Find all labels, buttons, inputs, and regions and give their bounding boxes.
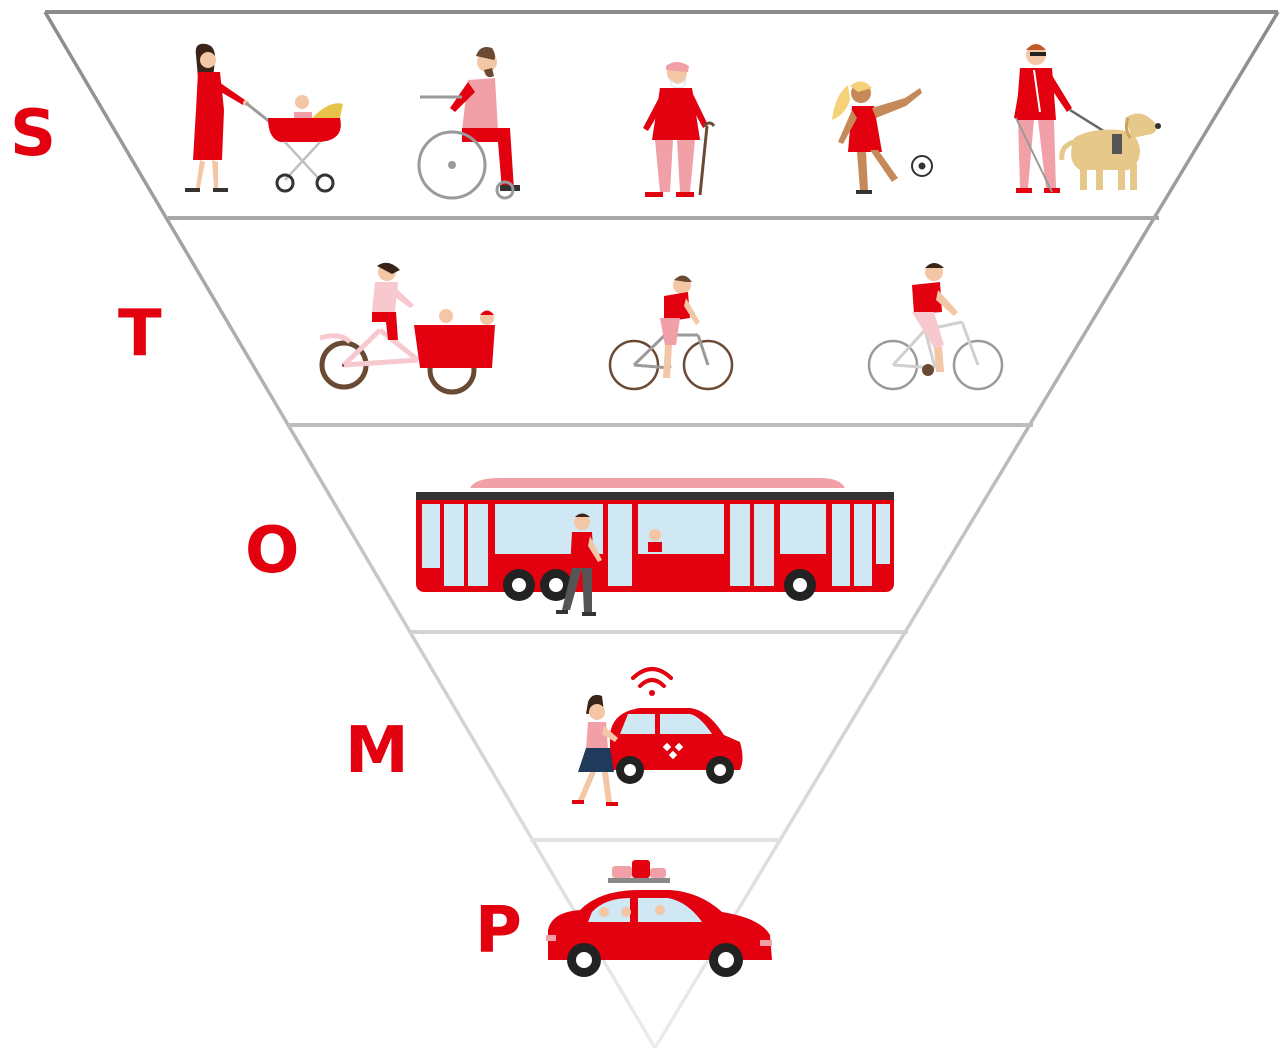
tier-m-illustrations <box>572 667 743 806</box>
tier-o-letter: O <box>245 514 299 588</box>
roof-luggage-icon <box>608 860 670 883</box>
tier-p-illustrations <box>546 860 772 977</box>
blind-person-with-guide-dog-icon <box>1014 44 1161 193</box>
cyclist-icon <box>867 263 1004 391</box>
bus-icon <box>416 478 894 601</box>
cargo-bike-icon <box>319 262 495 395</box>
tier-s-letter: S <box>10 97 56 171</box>
cyclist-icon <box>608 275 734 391</box>
tier-o-illustrations <box>416 478 894 616</box>
private-car-icon <box>546 890 772 977</box>
shared-car-icon <box>610 708 743 784</box>
child-kicking-ball-icon <box>832 81 933 194</box>
wifi-icon <box>631 667 673 696</box>
tier-letters: S T O M P <box>10 97 522 968</box>
tier-p-letter: P <box>475 894 522 968</box>
tier-t-illustrations <box>319 262 1004 395</box>
tier-m-letter: M <box>345 714 409 788</box>
tier-t-letter: T <box>118 297 162 371</box>
wheelchair-user-icon <box>417 47 520 200</box>
pedestrian-icon <box>556 513 602 616</box>
tier-s-illustrations <box>185 43 1161 200</box>
parent-with-stroller-icon <box>185 43 343 193</box>
elderly-person-with-cane-icon <box>643 62 716 197</box>
pedestrian-icon <box>572 694 618 806</box>
pyramid-outline <box>43 10 1280 1049</box>
